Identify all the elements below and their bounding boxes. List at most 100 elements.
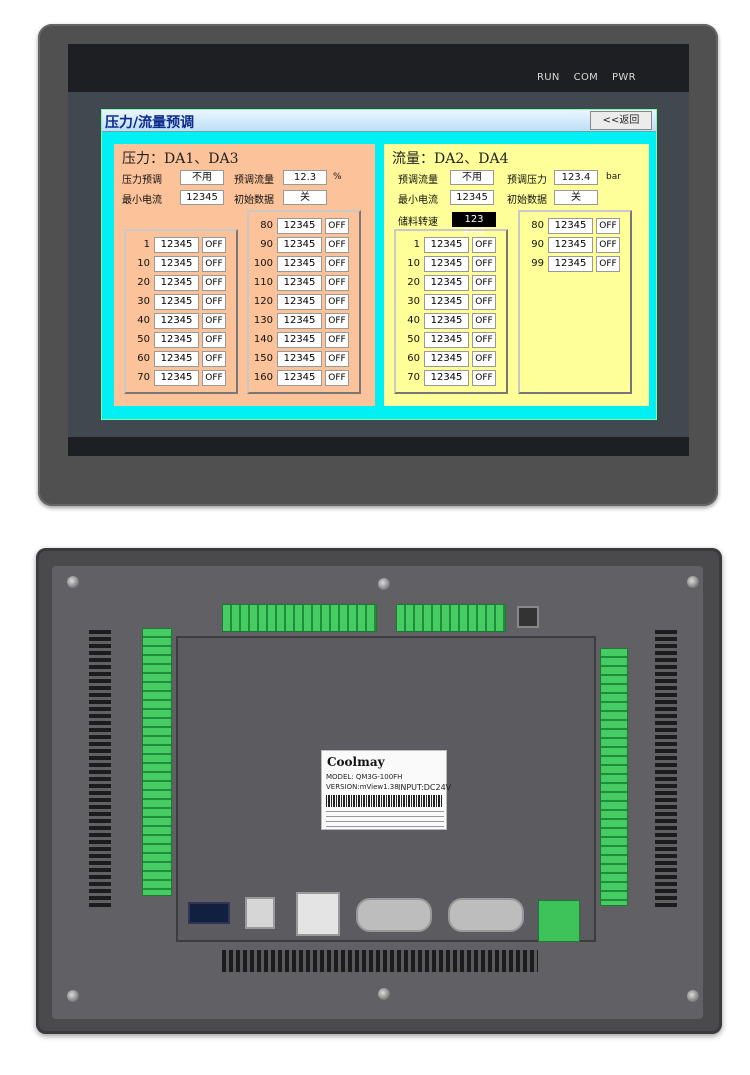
row-value-field[interactable]: 12345: [154, 351, 199, 367]
hmi-screen: 压力/流量预调 <<返回 压力：DA1、DA3 压力预调 不用 预调流量 12.…: [101, 109, 657, 420]
row-index: 160: [253, 372, 273, 383]
row-value-field[interactable]: 12345: [154, 332, 199, 348]
row-value-field[interactable]: 12345: [424, 294, 469, 310]
row-value-field[interactable]: 12345: [548, 218, 593, 234]
row-toggle-button[interactable]: OFF: [325, 332, 349, 348]
row-toggle-button[interactable]: OFF: [472, 313, 496, 329]
row-value-field[interactable]: 12345: [277, 237, 322, 253]
row-toggle-button[interactable]: OFF: [472, 332, 496, 348]
model-text: MODEL: QM3G-100FH: [326, 773, 403, 781]
row-value-field[interactable]: 12345: [277, 370, 322, 386]
row-index: 70: [137, 372, 150, 383]
row-index: 30: [137, 296, 150, 307]
row-value-field[interactable]: 12345: [548, 237, 593, 253]
flow-init-field[interactable]: 关: [554, 190, 598, 205]
terminal-block-left: [142, 628, 172, 896]
row-toggle-button[interactable]: OFF: [325, 294, 349, 310]
pressure-min-current-field[interactable]: 12345: [180, 190, 224, 205]
row-index: 90: [531, 239, 544, 250]
row-value-field[interactable]: 12345: [277, 351, 322, 367]
pressure-flow-unit: %: [333, 172, 342, 182]
row-value-field[interactable]: 12345: [154, 237, 199, 253]
row-toggle-button[interactable]: OFF: [202, 256, 226, 272]
row-index: 70: [407, 372, 420, 383]
row-value-field[interactable]: 12345: [154, 370, 199, 386]
page-title: 压力/流量预调: [105, 115, 195, 131]
pressure-preset-field[interactable]: 不用: [180, 170, 224, 185]
row-toggle-button[interactable]: OFF: [325, 237, 349, 253]
row-value-field[interactable]: 12345: [277, 313, 322, 329]
row-value-field[interactable]: 12345: [424, 351, 469, 367]
row-index: 1: [143, 239, 150, 250]
pressure-panel: 压力：DA1、DA3 压力预调 不用 预调流量 12.3 % 最小电流 1234…: [114, 144, 375, 406]
usb-a-port: [188, 902, 230, 924]
row-index: 40: [407, 315, 420, 326]
row-toggle-button[interactable]: OFF: [325, 275, 349, 291]
row-value-field[interactable]: 12345: [424, 370, 469, 386]
vent-right: [655, 630, 677, 910]
row-toggle-button[interactable]: OFF: [472, 275, 496, 291]
terminal-block-right: [600, 648, 628, 906]
back-button[interactable]: <<返回: [590, 111, 652, 130]
row-value-field[interactable]: 12345: [424, 237, 469, 253]
pressure-init-label: 初始数据: [234, 195, 274, 206]
pressure-flow-label: 预调流量: [234, 175, 274, 186]
row-toggle-button[interactable]: OFF: [596, 256, 620, 272]
row-value-field[interactable]: 12345: [154, 275, 199, 291]
row-value-field[interactable]: 12345: [424, 313, 469, 329]
row-value-field[interactable]: 12345: [424, 275, 469, 291]
sd-slot: [517, 606, 539, 628]
pressure-init-field[interactable]: 关: [283, 190, 327, 205]
row-toggle-button[interactable]: OFF: [202, 370, 226, 386]
row-toggle-button[interactable]: OFF: [472, 256, 496, 272]
row-toggle-button[interactable]: OFF: [202, 237, 226, 253]
row-toggle-button[interactable]: OFF: [472, 351, 496, 367]
row-value-field[interactable]: 12345: [277, 332, 322, 348]
flow-preset-field[interactable]: 不用: [450, 170, 494, 185]
row-index: 50: [137, 334, 150, 345]
row-value-field[interactable]: 12345: [277, 256, 322, 272]
row-value-field[interactable]: 12345: [277, 294, 322, 310]
row-value-field[interactable]: 12345: [424, 256, 469, 272]
row-value-field[interactable]: 12345: [154, 313, 199, 329]
row-toggle-button[interactable]: OFF: [202, 313, 226, 329]
row-toggle-button[interactable]: OFF: [325, 370, 349, 386]
row-toggle-button[interactable]: OFF: [472, 370, 496, 386]
row-toggle-button[interactable]: OFF: [202, 351, 226, 367]
row-value-field[interactable]: 12345: [154, 294, 199, 310]
row-toggle-button[interactable]: OFF: [202, 332, 226, 348]
row-value-field[interactable]: 12345: [424, 332, 469, 348]
row-toggle-button[interactable]: OFF: [472, 294, 496, 310]
flow-min-current-field[interactable]: 12345: [450, 190, 494, 205]
row-value-field[interactable]: 12345: [154, 256, 199, 272]
pressure-flow-field[interactable]: 12.3: [283, 170, 327, 185]
row-toggle-button[interactable]: OFF: [325, 218, 349, 234]
row-toggle-button[interactable]: OFF: [202, 294, 226, 310]
row-toggle-button[interactable]: OFF: [325, 256, 349, 272]
product-label: Coolmay MODEL: QM3G-100FH VERSION:mView1…: [321, 750, 451, 830]
row-value-field[interactable]: 12345: [548, 256, 593, 272]
row-toggle-button[interactable]: OFF: [325, 313, 349, 329]
row-toggle-button[interactable]: OFF: [596, 218, 620, 234]
row-toggle-button[interactable]: OFF: [202, 275, 226, 291]
row-toggle-button[interactable]: OFF: [472, 237, 496, 253]
row-value-field[interactable]: 12345: [277, 275, 322, 291]
flow-speed-display: 123 RPM: [452, 212, 496, 238]
row-value-field[interactable]: 12345: [277, 218, 322, 234]
row-toggle-button[interactable]: OFF: [596, 237, 620, 253]
flow-pressure-field[interactable]: 123.4: [554, 170, 598, 185]
vent-bottom: [222, 950, 538, 972]
row-toggle-button[interactable]: OFF: [325, 351, 349, 367]
